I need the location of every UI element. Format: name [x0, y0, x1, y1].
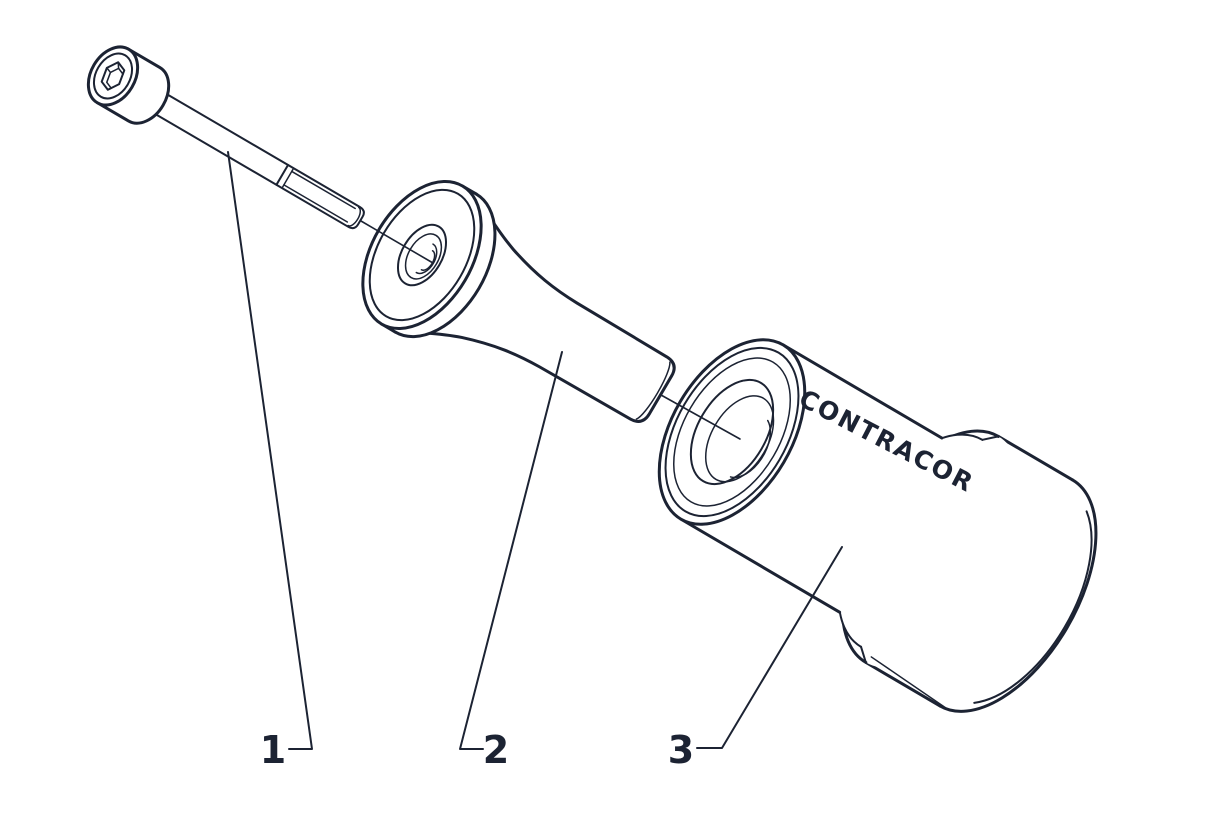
holder-bore — [689, 378, 775, 486]
nozzle-holder-part: CONTRACOR — [657, 338, 1098, 713]
part-number-3: 3 — [668, 728, 694, 772]
holder-collar — [837, 429, 1098, 713]
hex-socket — [100, 61, 126, 91]
screw-head — [86, 45, 171, 125]
nozzle-insert-part — [361, 180, 676, 423]
insert-flange — [361, 180, 497, 339]
leader-line-3 — [696, 546, 843, 749]
insert-counterbore — [396, 223, 448, 287]
leader-line-2 — [459, 351, 563, 750]
axis-line-insert-to-holder — [660, 394, 741, 440]
holder-front-face — [657, 338, 807, 526]
screw-shaft — [137, 83, 365, 230]
axis-line-screw-to-insert — [360, 220, 434, 264]
leader-line-1 — [227, 151, 313, 750]
socket-head-screw-part — [86, 45, 365, 230]
part-number-1: 1 — [260, 728, 286, 772]
part-number-2: 2 — [483, 728, 509, 772]
screw-thread — [275, 163, 356, 223]
